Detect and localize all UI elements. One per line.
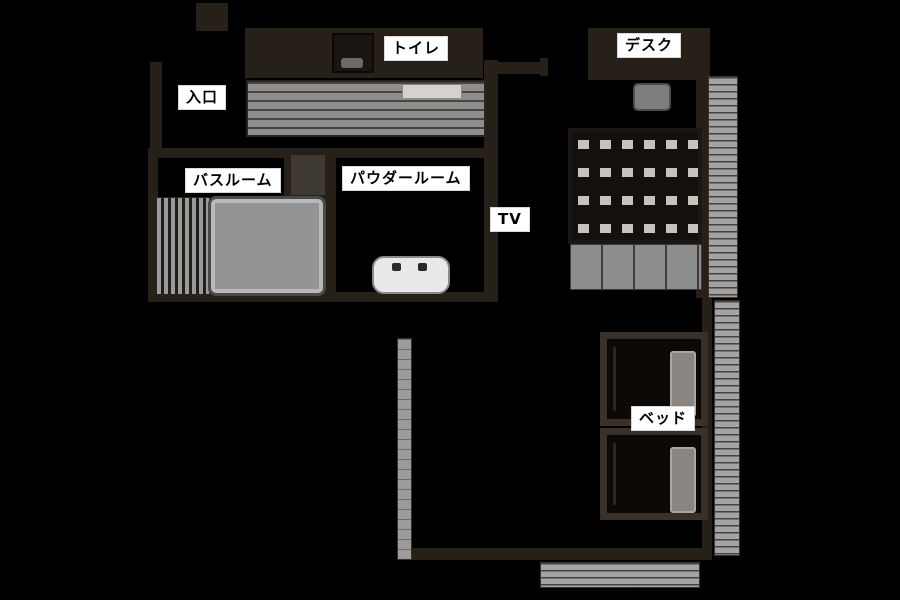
balcony-strip-right <box>714 300 740 556</box>
label-bed: ベッド <box>632 407 695 430</box>
counter-shelf <box>570 244 702 290</box>
closet-light-patch <box>402 84 462 99</box>
desk-chair <box>633 83 671 111</box>
label-entrance: 入口 <box>179 86 226 109</box>
wall-bath-left <box>148 148 158 302</box>
wall-top-stub <box>196 3 228 31</box>
corridor-partition <box>397 338 412 560</box>
pillow <box>670 351 696 417</box>
wall-bath-top <box>148 148 334 158</box>
bath-floor-stripes <box>156 197 210 295</box>
label-powder-room: パウダールーム <box>343 167 469 190</box>
wall-center-vertical <box>484 60 498 302</box>
toilet-fixture <box>332 33 374 73</box>
storage-grid <box>568 128 702 244</box>
door-stub <box>540 58 548 76</box>
wall-bath-bottom <box>148 292 334 302</box>
balcony-strip-top <box>708 76 738 298</box>
label-toilet: トイレ <box>385 37 448 60</box>
wall-powder-top <box>332 148 490 158</box>
bed-fold-line <box>613 443 616 505</box>
toilet-seat <box>341 58 363 68</box>
pillow <box>670 447 696 513</box>
wall-main-top-left <box>498 62 546 74</box>
label-tv: TV <box>491 208 529 231</box>
bed-fold-line <box>613 347 616 411</box>
wall-powder-bottom <box>332 292 492 302</box>
faucet-mark <box>418 263 427 271</box>
label-bathroom: バスルーム <box>186 169 280 192</box>
bathtub <box>208 196 326 296</box>
balcony-step <box>540 562 700 588</box>
wall-bedroom-bottom <box>400 548 712 560</box>
faucet-mark <box>392 263 401 271</box>
door-nook <box>284 148 332 202</box>
label-desk: デスク <box>618 34 681 57</box>
bed-2 <box>600 428 708 520</box>
wall-bath-divider <box>326 148 336 302</box>
wall-entry-left <box>150 62 162 152</box>
sink <box>372 256 450 294</box>
wall-right-bottom <box>702 296 712 558</box>
